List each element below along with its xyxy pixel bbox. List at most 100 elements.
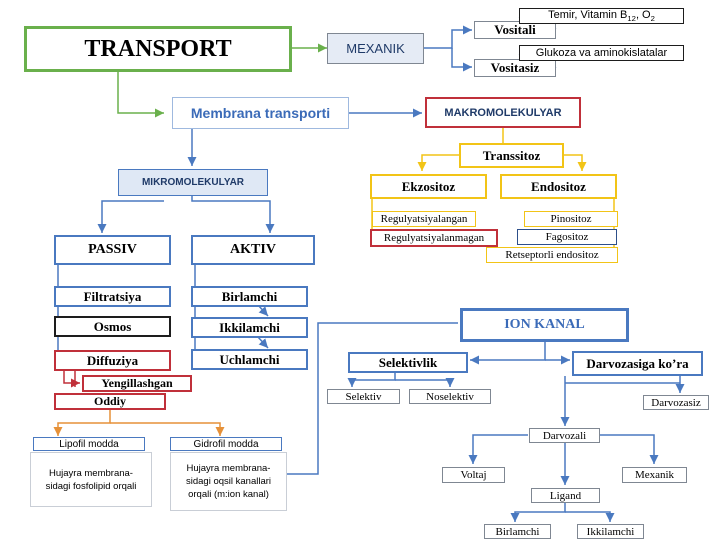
node-darvozasiga-label: Darvozasiga ko’ra: [586, 355, 689, 371]
node-lipofil-desc-label: Hujayra membrana-sidagi fosfolipid orqal…: [45, 467, 137, 492]
edge-transsitoz-endositoz: [564, 154, 587, 171]
edge-ikkilamchi-uchlamchi: [257, 336, 269, 349]
node-regulyatsiyalanmagan[interactable]: Regulyatsiyalanmagan: [370, 229, 498, 247]
node-ion-kanal-label: ION KANAL: [504, 317, 585, 332]
node-ligand-ikkilamchi[interactable]: Ikkilamchi: [577, 524, 644, 539]
node-osmos-label: Osmos: [93, 318, 132, 334]
edge-oddiy-lipofil: [53, 410, 111, 436]
node-regulyatsiyalangan[interactable]: Regulyatsiyalangan: [372, 211, 476, 227]
node-mexanik-channel[interactable]: Mexanik: [622, 467, 687, 483]
node-selektivlik[interactable]: Selektivlik: [348, 352, 468, 373]
node-ligand-label: Ligand: [549, 489, 582, 502]
node-gidrofil[interactable]: Gidrofil modda: [170, 437, 282, 451]
node-uchlamchi-label: Uchlamchi: [219, 351, 280, 367]
node-makro[interactable]: MAKROMOLEKULYAR: [425, 97, 581, 128]
edge-gidrofil-ionkanal: [287, 322, 458, 475]
node-oddiy-label: Oddiy: [93, 394, 126, 408]
node-transport-label: TRANSPORT: [84, 35, 232, 62]
node-mikro[interactable]: MIKROMOLEKULYAR: [118, 169, 268, 196]
node-ikkilamchi-label: Ikkilamchi: [219, 319, 280, 335]
node-ligand-birlamchi[interactable]: Birlamchi: [484, 524, 551, 539]
node-noselektiv[interactable]: Noselektiv: [409, 389, 491, 404]
node-membrana[interactable]: Membrana transporti: [172, 97, 349, 129]
node-lipofil[interactable]: Lipofil modda: [33, 437, 145, 451]
edge-mikro-aktiv: [191, 196, 275, 233]
node-ion-kanal[interactable]: ION KANAL: [460, 308, 629, 342]
edge-ligand-birlamchi: [510, 503, 566, 522]
edge-mikro-passiv: [97, 200, 164, 233]
node-ikkilamchi[interactable]: Ikkilamchi: [191, 317, 308, 338]
edge-selektivlik-noselektiv: [395, 378, 455, 387]
node-oddiy[interactable]: Oddiy: [54, 393, 166, 410]
node-glukoza-label: Glukoza va aminokislatalar: [535, 47, 668, 59]
node-filtratsiya[interactable]: Filtratsiya: [54, 286, 171, 307]
node-noselektiv-label: Noselektiv: [426, 390, 474, 403]
node-transport[interactable]: TRANSPORT: [24, 26, 292, 72]
node-temir[interactable]: Temir, Vitamin B12, O2: [519, 8, 684, 24]
node-darvozasiga[interactable]: Darvozasiga ko’ra: [572, 351, 703, 376]
edge-ligand-ikkilamchi: [565, 511, 615, 522]
node-vositali[interactable]: Vositali: [474, 21, 556, 39]
node-retseptorli[interactable]: Retseptorli endositoz: [486, 247, 618, 263]
node-mikro-label: MIKROMOLEKULYAR: [141, 177, 245, 188]
node-mexanik-channel-label: Mexanik: [634, 469, 675, 481]
edge-mexanik-vositasiz: [451, 48, 472, 72]
node-diffuziya-label: Diffuziya: [86, 352, 139, 368]
node-voltaj-label: Voltaj: [460, 469, 487, 481]
node-mexanik[interactable]: MEXANIK: [327, 33, 424, 64]
node-yengillashgan[interactable]: Yengillashgan: [82, 375, 192, 392]
edge-transport-membrana: [117, 72, 164, 118]
edge-transsitoz-ekzositoz: [417, 154, 459, 171]
node-passiv[interactable]: PASSIV: [54, 235, 171, 265]
edge-ionkanal-selektivlik: [470, 342, 546, 365]
node-darvozasiz[interactable]: Darvozasiz: [643, 395, 709, 410]
node-diffuziya[interactable]: Diffuziya: [54, 350, 171, 371]
node-selektiv[interactable]: Selektiv: [327, 389, 400, 404]
node-voltaj[interactable]: Voltaj: [442, 467, 505, 483]
node-temir-label: Temir, Vitamin B12, O2: [548, 8, 655, 24]
node-uchlamchi[interactable]: Uchlamchi: [191, 349, 308, 370]
node-fagositoz[interactable]: Fagositoz: [517, 229, 617, 245]
node-lipofil-label: Lipofil modda: [59, 438, 119, 450]
node-lipofil-desc: Hujayra membrana-sidagi fosfolipid orqal…: [30, 452, 152, 507]
node-ligand[interactable]: Ligand: [531, 488, 600, 503]
node-ekzositoz-label: Ekzositoz: [401, 178, 456, 194]
node-transsitoz[interactable]: Transsitoz: [459, 143, 564, 168]
node-passiv-label: PASSIV: [88, 242, 137, 257]
node-pinositoz-label: Pinositoz: [550, 213, 592, 225]
node-yengillashgan-label: Yengillashgan: [101, 376, 173, 390]
node-pinositoz[interactable]: Pinositoz: [524, 211, 618, 227]
edge-oddiy-gidrofil: [110, 422, 225, 436]
node-darvozasiz-label: Darvozasiz: [651, 396, 701, 409]
node-aktiv-label: AKTIV: [230, 242, 276, 257]
edge-darvozali-voltaj: [468, 434, 528, 464]
node-regulyatsiyalanmagan-label: Regulyatsiyalanmagan: [383, 232, 485, 244]
node-selektiv-label: Selektiv: [345, 390, 382, 403]
node-birlamchi[interactable]: Birlamchi: [191, 286, 308, 307]
edge-mexanik-vositali: [424, 25, 472, 49]
edge-darvozali-mexanik: [600, 434, 659, 464]
node-gidrofil-desc: Hujayra membrana-sidagi oqsil kanallari …: [170, 452, 287, 511]
node-ligand-birlamchi-label: Birlamchi: [495, 525, 540, 538]
node-selektivlik-label: Selektivlik: [378, 354, 438, 370]
node-ekzositoz[interactable]: Ekzositoz: [370, 174, 487, 199]
node-retseptorli-label: Retseptorli endositoz: [505, 249, 599, 261]
node-vositasiz[interactable]: Vositasiz: [474, 59, 556, 77]
node-birlamchi-label: Birlamchi: [221, 288, 278, 304]
node-ligand-ikkilamchi-label: Ikkilamchi: [586, 525, 635, 538]
node-gidrofil-desc-label: Hujayra membrana-sidagi oqsil kanallari …: [185, 463, 272, 500]
node-endositoz[interactable]: Endositoz: [500, 174, 617, 199]
node-vositasiz-label: Vositasiz: [490, 60, 540, 75]
node-darvozali-label: Darvozali: [542, 429, 587, 442]
edge-diffuziya-yengillashgan: [63, 371, 80, 388]
node-gidrofil-label: Gidrofil modda: [193, 438, 259, 450]
node-glukoza[interactable]: Glukoza va aminokislatalar: [519, 45, 684, 61]
node-makro-label: MAKROMOLEKULYAR: [444, 106, 562, 119]
node-filtratsiya-label: Filtratsiya: [83, 288, 142, 304]
node-vositali-label: Vositali: [494, 22, 536, 37]
node-membrana-label: Membrana transporti: [190, 105, 331, 121]
edge-selektivlik-selektiv: [347, 373, 396, 387]
node-aktiv[interactable]: AKTIV: [191, 235, 315, 265]
node-osmos[interactable]: Osmos: [54, 316, 171, 337]
node-darvozali[interactable]: Darvozali: [529, 428, 600, 443]
